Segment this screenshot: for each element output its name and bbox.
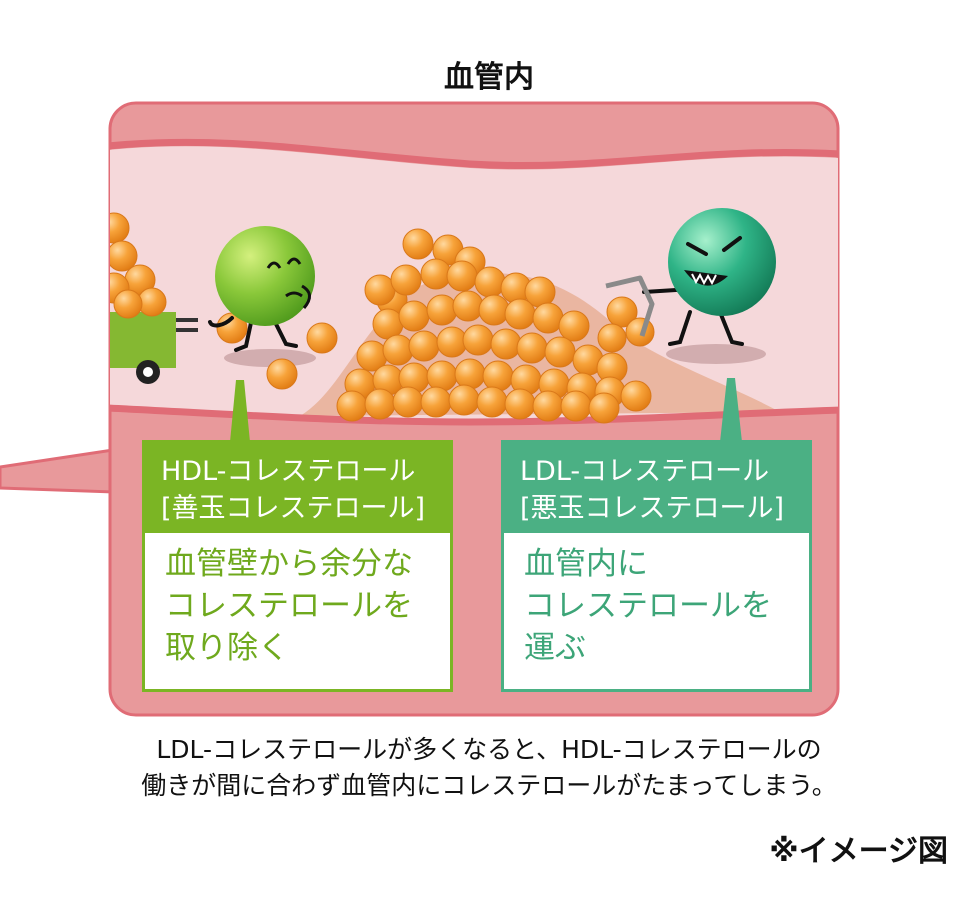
cholesterol-particle	[110, 212, 130, 244]
ldl-alias: [悪玉コレステロール]	[520, 493, 785, 524]
cholesterol-particle	[462, 324, 494, 356]
hdl-name: HDL-コレステロール	[161, 456, 416, 487]
ldl-role-line: 血管内に	[524, 546, 648, 582]
cholesterol-particle	[454, 358, 486, 390]
cholesterol-particle	[364, 388, 396, 420]
cholesterol-particle	[266, 358, 298, 390]
cholesterol-particle	[426, 360, 458, 392]
hdl-pointer	[230, 380, 250, 442]
ldl-label-box: LDL-コレステロール [悪玉コレステロール] 血管内に コレステロールを 運ぶ	[501, 440, 812, 692]
cholesterol-particle	[364, 274, 396, 306]
hdl-role-line: 血管壁から余分な	[165, 546, 413, 582]
cholesterol-particle	[474, 266, 506, 298]
cholesterol-particle	[478, 294, 510, 326]
caption-line: 働きが間に合わず血管内にコレステロールがたまってしまう。	[141, 771, 837, 800]
cholesterol-particle	[625, 317, 655, 347]
hdl-role-line: 取り除く	[165, 630, 289, 666]
cholesterol-particle	[408, 330, 440, 362]
ldl-role-line: 運ぶ	[524, 630, 586, 666]
ldl-description: 血管内に コレステロールを 運ぶ	[504, 533, 809, 679]
cholesterol-particle	[436, 326, 468, 358]
cholesterol-particle	[532, 302, 564, 334]
cholesterol-particle	[620, 380, 652, 412]
cholesterol-particle	[504, 388, 536, 420]
cholesterol-particle	[402, 228, 434, 260]
cholesterol-particle	[420, 386, 452, 418]
cart	[110, 312, 198, 384]
cholesterol-particle	[446, 260, 478, 292]
hdl-header: HDL-コレステロール [善玉コレステロール]	[145, 443, 450, 533]
cholesterol-particle	[490, 328, 522, 360]
cholesterol-particle	[482, 360, 514, 392]
cholesterol-particle	[390, 264, 422, 296]
ldl-name: LDL-コレステロール	[520, 456, 770, 487]
diagram-title: 血管内	[444, 60, 534, 95]
hdl-alias: [善玉コレステロール]	[161, 493, 426, 524]
cholesterol-particle	[588, 392, 620, 424]
image-note: ※イメージ図	[769, 834, 948, 869]
cholesterol-particle	[597, 323, 627, 353]
hdl-label-box: HDL-コレステロール [善玉コレステロール] 血管壁から余分な コレステロール…	[142, 440, 453, 692]
cholesterol-particle	[113, 289, 143, 319]
ldl-role-line: コレステロールを	[524, 588, 772, 624]
cholesterol-particle	[476, 386, 508, 418]
hdl-description: 血管壁から余分な コレステロールを 取り除く	[145, 533, 450, 679]
callout-pointer	[0, 448, 115, 494]
cholesterol-particle	[532, 390, 564, 422]
cholesterol-particle	[516, 332, 548, 364]
caption: LDL-コレステロールが多くなると、HDL-コレステロールの 働きが間に合わず血…	[0, 732, 978, 804]
cholesterol-particle	[382, 334, 414, 366]
cholesterol-particle	[606, 296, 638, 328]
cholesterol-particle	[336, 390, 368, 422]
cholesterol-particle	[372, 308, 404, 340]
ldl-pointer	[720, 378, 742, 442]
cholesterol-particle	[420, 258, 452, 290]
ldl-character	[605, 208, 776, 346]
cholesterol-particle	[544, 336, 576, 368]
hdl-role-line: コレステロールを	[165, 588, 413, 624]
cholesterol-particle	[426, 294, 458, 326]
cholesterol-particle	[504, 298, 536, 330]
cholesterol-particle	[448, 384, 480, 416]
upper-intima	[110, 138, 838, 170]
cholesterol-particle	[398, 300, 430, 332]
cholesterol-particle	[306, 322, 338, 354]
cholesterol-particle	[452, 290, 484, 322]
cholesterol-particle	[558, 310, 590, 342]
cholesterol-particle	[560, 390, 592, 422]
cholesterol-particle	[392, 386, 424, 418]
caption-line: LDL-コレステロールが多くなると、HDL-コレステロールの	[156, 735, 822, 764]
hdl-character	[208, 226, 315, 352]
ldl-header: LDL-コレステロール [悪玉コレステロール]	[504, 443, 809, 533]
cholesterol-particle	[110, 240, 138, 272]
